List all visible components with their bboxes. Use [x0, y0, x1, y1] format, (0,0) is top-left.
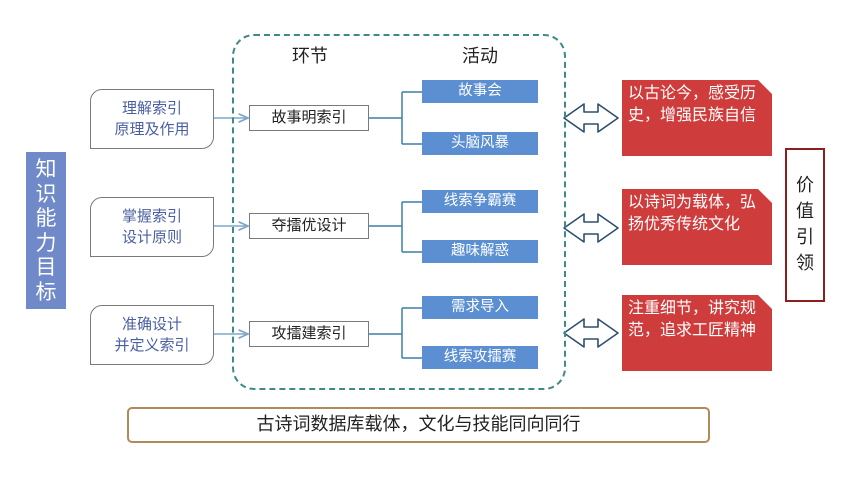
link-box-1: 故事明索引	[249, 105, 369, 131]
goal-1-line-2: 原理及作用	[114, 120, 190, 138]
bottom-banner: 古诗词数据库载体，文化与技能同向同行	[127, 407, 710, 443]
value-guidance-block: 价值引领	[785, 148, 825, 302]
knowledge-ability-goal-block: 知识能力目标	[26, 152, 66, 309]
value-2-text: 以诗词为载体，弘扬优秀传统文化	[628, 192, 757, 233]
bracket-2	[369, 201, 422, 253]
goal-box-1: 理解索引 原理及作用	[90, 89, 214, 149]
value-box-2: 以诗词为载体，弘扬优秀传统文化	[622, 189, 772, 265]
goal-3-line-1: 准确设计	[121, 315, 182, 333]
value-3-text: 注重细节，讲究规范，追求工匠精神	[628, 298, 757, 339]
activity-box-3b: 线索攻擂赛	[422, 346, 538, 369]
link-column-header: 环节	[292, 46, 328, 67]
activity-box-3a: 需求导入	[422, 296, 538, 319]
activity-box-1a: 故事会	[422, 80, 538, 103]
goal-box-2: 掌握索引 设计原则	[90, 197, 214, 257]
value-box-1: 以古论今，感受历史，增强民族自信	[622, 80, 772, 156]
knowledge-ability-goal-label: 知识能力目标	[35, 157, 57, 304]
value-box-3: 注重细节，讲究规范，追求工匠精神	[622, 295, 772, 371]
activity-box-1b: 头脑风暴	[422, 132, 538, 155]
bracket-3	[369, 307, 422, 359]
double-arrow-1	[563, 103, 619, 133]
goal-1-line-1: 理解索引	[121, 99, 182, 117]
goal-box-3: 准确设计 并定义索引	[90, 305, 214, 365]
goal-2-line-1: 掌握索引	[121, 207, 182, 225]
link-box-3: 攻擂建索引	[249, 321, 369, 347]
value-1-text: 以古论今，感受历史，增强民族自信	[628, 83, 757, 124]
bracket-1	[369, 91, 422, 145]
double-arrow-2	[563, 213, 619, 243]
goal-3-line-2: 并定义索引	[114, 336, 190, 354]
double-arrow-3	[563, 318, 619, 348]
goal-2-line-2: 设计原则	[121, 228, 182, 246]
value-guidance-label: 价值引领	[796, 175, 814, 274]
activity-column-header: 活动	[462, 46, 498, 67]
activity-box-2a: 线索争霸赛	[422, 190, 538, 213]
activity-box-2b: 趣味解惑	[422, 240, 538, 263]
process-container	[232, 34, 566, 390]
link-box-2: 夺擂优设计	[249, 213, 369, 239]
